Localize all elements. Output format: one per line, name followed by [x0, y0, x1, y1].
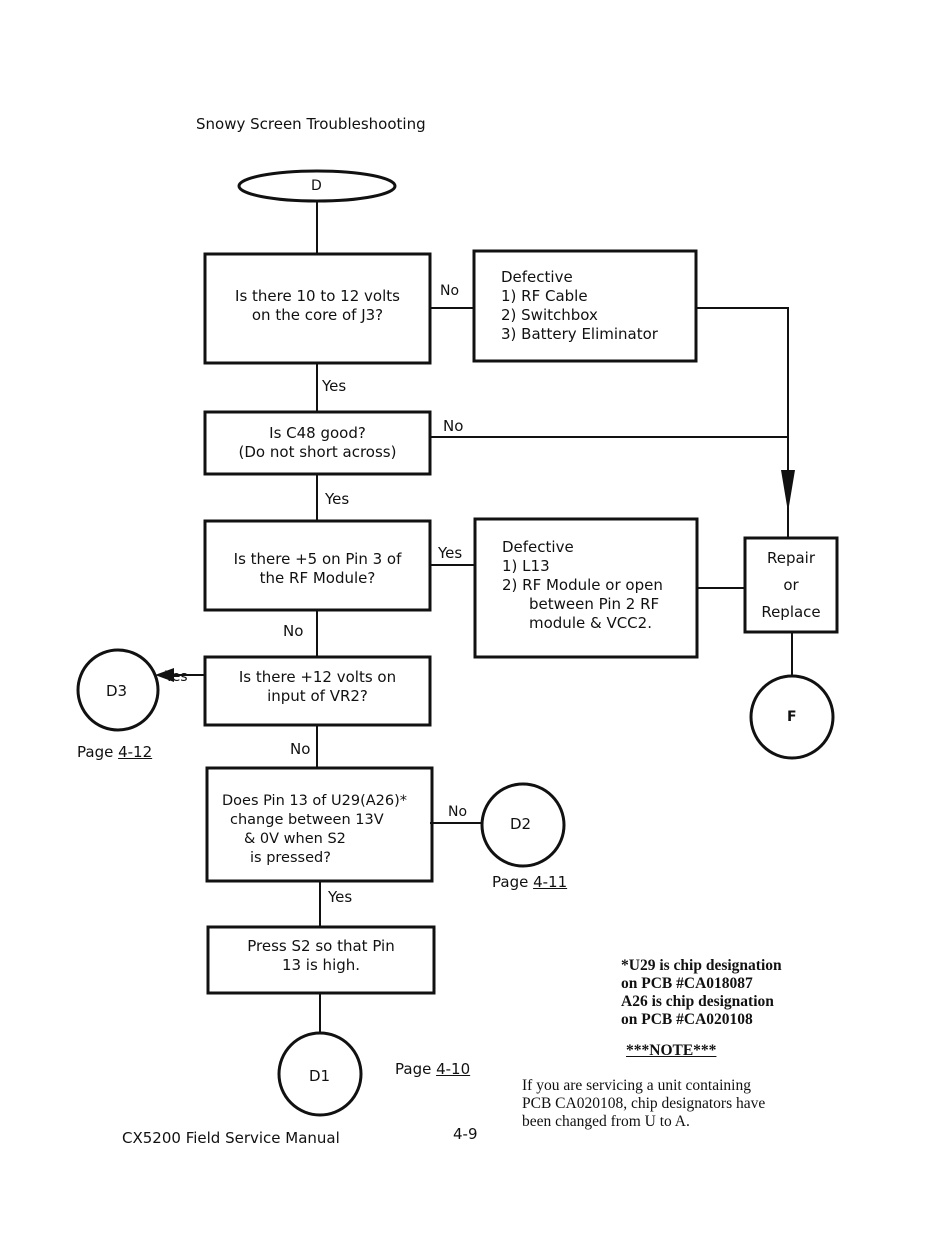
decision-j3-line-1: Is there 10 to 12 volts [235, 287, 400, 305]
arrowhead-to-repair [781, 470, 795, 512]
connector-d3-page-ref: Page 4-12 [77, 743, 152, 762]
defective-item: 2) Switchbox [501, 306, 598, 324]
decision-j3-line-2: on the core of J3? [251, 306, 384, 324]
decision-pin13-line-1: Does Pin 13 of U29(A26)* [222, 793, 408, 809]
q1-no-label: No [440, 283, 460, 299]
action-line-2: 13 is high. [281, 956, 361, 974]
footnote-line: on PCB #CA018087 [621, 975, 753, 992]
start-label: D [311, 178, 322, 194]
connector-d1-label: D1 [309, 1067, 331, 1085]
decision-pin13-line-2: change between 13V [230, 812, 384, 828]
defective-cables-title: Defective [501, 268, 573, 286]
page-header: Snowy Screen Troubleshooting [196, 115, 426, 133]
note-line: PCB CA020108, chip designators have [522, 1095, 766, 1112]
footer-page-number: 4-9 [453, 1125, 478, 1143]
connector-d3-circle [76, 648, 160, 732]
page-ref-prefix: Page [77, 743, 119, 761]
repair-replace-text: Repair or Replace [748, 545, 834, 626]
defective-item-cont: module & VCC2. [529, 614, 652, 632]
note-heading: ***NOTE*** [626, 1042, 717, 1059]
footnote-line: A26 is chip designation [621, 993, 774, 1010]
defective-item: 3) Battery Eliminator [501, 325, 658, 343]
page-ref-number: 4-10 [436, 1060, 471, 1078]
page-ref-prefix: Page [395, 1060, 437, 1078]
defective-item: 1) RF Cable [501, 287, 588, 305]
q4-yes-label: Yes [165, 669, 188, 685]
decision-pin13-line-4: is pressed? [250, 850, 331, 866]
decision-c48-line-1: Is C48 good? [269, 424, 366, 442]
q5-no-label: No [448, 804, 468, 820]
note-line: been changed from U to A. [522, 1113, 690, 1130]
arrowhead-to-d3 [155, 668, 174, 682]
footnote-line: *U29 is chip designation [621, 957, 782, 974]
decision-vr2-line-2: input of VR2? [267, 687, 368, 705]
decision-rf-module-text: Is there +5 on Pin 3 of the RF Module? [208, 550, 427, 588]
decision-c48-text: Is C48 good? (Do not short across) [208, 424, 427, 462]
note-body: If you are servicing a unit containing P… [522, 1077, 852, 1131]
decision-j3-text: Is there 10 to 12 volts on the core of J… [208, 287, 427, 325]
defective-l13-text: Defective 1) L13 2) RF Module or open be… [502, 538, 692, 633]
action-press-s2-text: Press S2 so that Pin 13 is high. [211, 937, 431, 975]
repair-line: Replace [761, 603, 821, 621]
footnote-line: on PCB #CA020108 [621, 1011, 753, 1028]
defective-item: 2) RF Module or open [502, 576, 663, 594]
page-ref-number: 4-12 [118, 743, 153, 761]
connector-d2-label: D2 [510, 815, 532, 833]
q5-yes-label: Yes [328, 888, 353, 906]
defective-cables-text: Defective 1) RF Cable 2) Switchbox 3) Ba… [501, 268, 691, 344]
defective-box-cables [472, 249, 698, 363]
connector-d2-page-ref: Page 4-11 [492, 873, 567, 892]
defective-l13-title: Defective [502, 538, 574, 556]
connector-d3-label: D3 [106, 682, 128, 700]
flow-lines [170, 201, 793, 1033]
q3-no-label: No [283, 622, 304, 640]
connector-d1-page-ref: Page 4-10 [395, 1060, 470, 1079]
decision-c48-line-2: (Do not short across) [238, 443, 397, 461]
q2-no-label: No [443, 417, 464, 435]
repair-line: Repair [766, 549, 816, 567]
repair-line: or [783, 576, 799, 594]
connector-f-label: F [787, 709, 797, 725]
note-line: If you are servicing a unit containing [522, 1077, 751, 1094]
action-line-1: Press S2 so that Pin [247, 937, 395, 955]
decision-pin13-line-3: & 0V when S2 [244, 831, 346, 847]
defective-item-cont: between Pin 2 RF [529, 595, 660, 613]
decision-rf-line-2: the RF Module? [259, 569, 376, 587]
decision-vr2-text: Is there +12 volts on input of VR2? [208, 668, 427, 706]
connector-d2-circle [480, 782, 566, 868]
decision-pin13-text: Does Pin 13 of U29(A26)* change between … [222, 792, 430, 868]
page-ref-prefix: Page [492, 873, 534, 891]
q3-yes-label: Yes [438, 544, 463, 562]
q2-yes-label: Yes [325, 490, 350, 508]
decision-vr2-line-1: Is there +12 volts on [238, 668, 397, 686]
q4-no-label: No [290, 740, 311, 758]
chip-footnote: *U29 is chip designation on PCB #CA01808… [621, 957, 881, 1029]
footer-manual-title: CX5200 Field Service Manual [122, 1129, 340, 1147]
decision-rf-line-1: Is there +5 on Pin 3 of [233, 550, 402, 568]
page-ref-number: 4-11 [533, 873, 568, 891]
defective-item: 1) L13 [502, 557, 550, 575]
q1-yes-label: Yes [322, 377, 347, 395]
